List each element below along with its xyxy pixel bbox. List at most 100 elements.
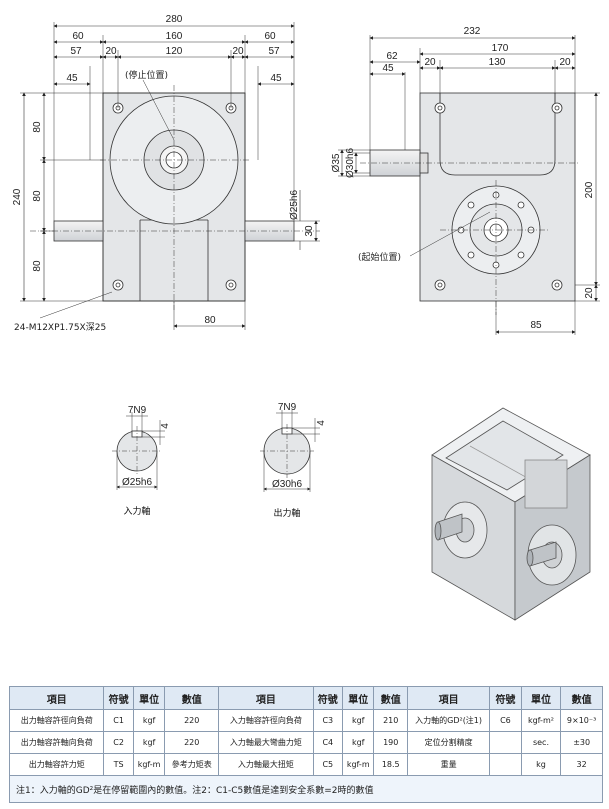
table-row: 出力軸容許軸向負荷 C2 kgf 220 入力軸最大彎曲力矩 C4 kgf 19…: [8, 731, 603, 754]
dim-20-left: 20: [105, 46, 117, 57]
dim-170: 170: [492, 43, 509, 54]
cell: 9×10⁻³: [560, 709, 603, 732]
cell: kgf: [341, 731, 375, 754]
dim-200: 200: [584, 181, 595, 198]
dim-45-left: 45: [66, 73, 78, 84]
dim-20-side-bottom: 20: [584, 287, 595, 299]
cell: C1: [103, 709, 134, 732]
cell: kg: [520, 753, 562, 776]
dim-45-side: 45: [382, 63, 394, 74]
cell: 220: [164, 731, 220, 754]
output-caption: 出力軸: [273, 507, 300, 519]
col-header: 數值: [373, 686, 408, 710]
dim-shaft-dia: Ø25h6: [289, 190, 300, 220]
dim-232: 232: [464, 26, 481, 37]
cell: 重量: [406, 753, 491, 776]
dim-80-bot: 80: [32, 260, 43, 272]
input-shaft-section: [112, 412, 165, 490]
output-key: 7N9: [278, 402, 297, 413]
cell: kgf: [132, 709, 166, 732]
dim-d35: Ø35: [331, 153, 342, 172]
cell: kgf: [132, 731, 166, 754]
dim-60-left: 60: [72, 31, 84, 42]
dim-80-bottom: 80: [204, 315, 216, 326]
cell: 參考力矩表: [164, 753, 220, 776]
table-row: 出力軸容許力矩 TS kgf-m 參考力矩表 入力軸最大扭矩 C5 kgf-m …: [8, 753, 603, 776]
cell: 210: [373, 709, 408, 732]
table-row: 出力軸容許徑向負荷 C1 kgf 220 入力軸容許徑向負荷 C3 kgf 21…: [8, 709, 603, 732]
col-header: 項目: [406, 686, 491, 710]
output-depth: 4: [316, 420, 327, 426]
col-header: 數值: [560, 686, 603, 710]
dim-85: 85: [530, 320, 542, 331]
spec-table: 項目 符號 單位 數值 項目 符號 單位 數值 項目 符號 單位 數值 出力軸容…: [8, 686, 603, 803]
technical-drawing: 280 60 160 60 57 20 120 20 57 45 45 240 …: [12, 14, 600, 621]
input-depth: 4: [160, 423, 171, 429]
cell: 入力軸最大扭矩: [218, 753, 314, 776]
cell: ±30: [560, 731, 603, 754]
cell: C6: [489, 709, 522, 732]
cell: 18.5: [373, 753, 408, 776]
col-header: 項目: [8, 686, 105, 710]
cell: kgf-m²: [520, 709, 562, 732]
input-caption: 入力軸: [123, 505, 150, 517]
col-header: 單位: [341, 686, 375, 710]
cell: sec.: [520, 731, 562, 754]
cell: 出力軸容許徑向負荷: [8, 709, 105, 732]
isometric-view: [431, 407, 591, 621]
input-shaft-labels: 7N9 4 Ø25h6 入力軸: [122, 405, 171, 517]
input-dia: Ø25h6: [122, 477, 152, 488]
cell: 出力軸容許軸向負荷: [8, 731, 105, 754]
cell: 定位分割精度: [406, 731, 491, 754]
cell: C4: [312, 731, 344, 754]
dim-62: 62: [386, 51, 398, 62]
cell: 32: [560, 753, 603, 776]
cell: 入力軸的GD²(注1): [406, 709, 491, 732]
side-view: [338, 35, 600, 335]
cell: C3: [312, 709, 344, 732]
dim-160: 160: [166, 31, 183, 42]
col-header: 符號: [103, 686, 134, 710]
dim-d30h6: Ø30h6: [345, 148, 356, 178]
dim-130: 130: [489, 57, 506, 68]
col-header: 符號: [489, 686, 522, 710]
dim-80-top: 80: [32, 121, 43, 133]
thread-note: 24-M12XP1.75X深25: [14, 322, 106, 333]
dim-20-side-left: 20: [424, 57, 436, 68]
output-dia: Ø30h6: [272, 479, 302, 490]
cell: [489, 753, 522, 776]
output-shaft-labels: 7N9 4 Ø30h6 出力軸: [272, 402, 327, 519]
output-shaft-section: [260, 410, 320, 492]
cell: [489, 731, 522, 754]
front-view-labels: 280 60 160 60 57 20 120 20 57 45 45 240 …: [12, 14, 315, 333]
cell: kgf-m: [132, 753, 166, 776]
dim-45-right: 45: [270, 73, 282, 84]
dim-30: 30: [304, 225, 315, 237]
cell: 出力軸容許力矩: [8, 753, 105, 776]
front-view: [20, 22, 320, 330]
cell: 220: [164, 709, 220, 732]
col-header: 符號: [312, 686, 344, 710]
col-header: 數值: [164, 686, 220, 710]
dim-57-right: 57: [268, 46, 280, 57]
cell: TS: [103, 753, 134, 776]
col-header: 單位: [520, 686, 562, 710]
cell: 190: [373, 731, 408, 754]
input-key: 7N9: [128, 405, 147, 416]
cell: kgf-m: [341, 753, 375, 776]
side-view-labels: 232 62 170 45 20 130 20 200 20 85 Ø35 Ø3…: [331, 26, 595, 331]
col-header: 單位: [132, 686, 166, 710]
cell: C5: [312, 753, 344, 776]
side-shaft: [369, 149, 421, 177]
cell: 入力軸最大彎曲力矩: [218, 731, 314, 754]
dim-280: 280: [166, 14, 183, 25]
table-note: 注1：入力軸的GD²是在停留範圍內的數值。注2：C1-C5數值是達到安全系數=2…: [9, 775, 603, 803]
dim-80-mid: 80: [32, 190, 43, 202]
dim-120: 120: [166, 46, 183, 57]
dim-20-right: 20: [232, 46, 244, 57]
col-header: 項目: [218, 686, 314, 710]
cell: C2: [103, 731, 134, 754]
cell: 入力軸容許徑向負荷: [218, 709, 314, 732]
stop-position-label: (停止位置): [125, 69, 168, 81]
spec-header-row: 項目 符號 單位 數值 項目 符號 單位 數值 項目 符號 單位 數值: [8, 686, 603, 710]
